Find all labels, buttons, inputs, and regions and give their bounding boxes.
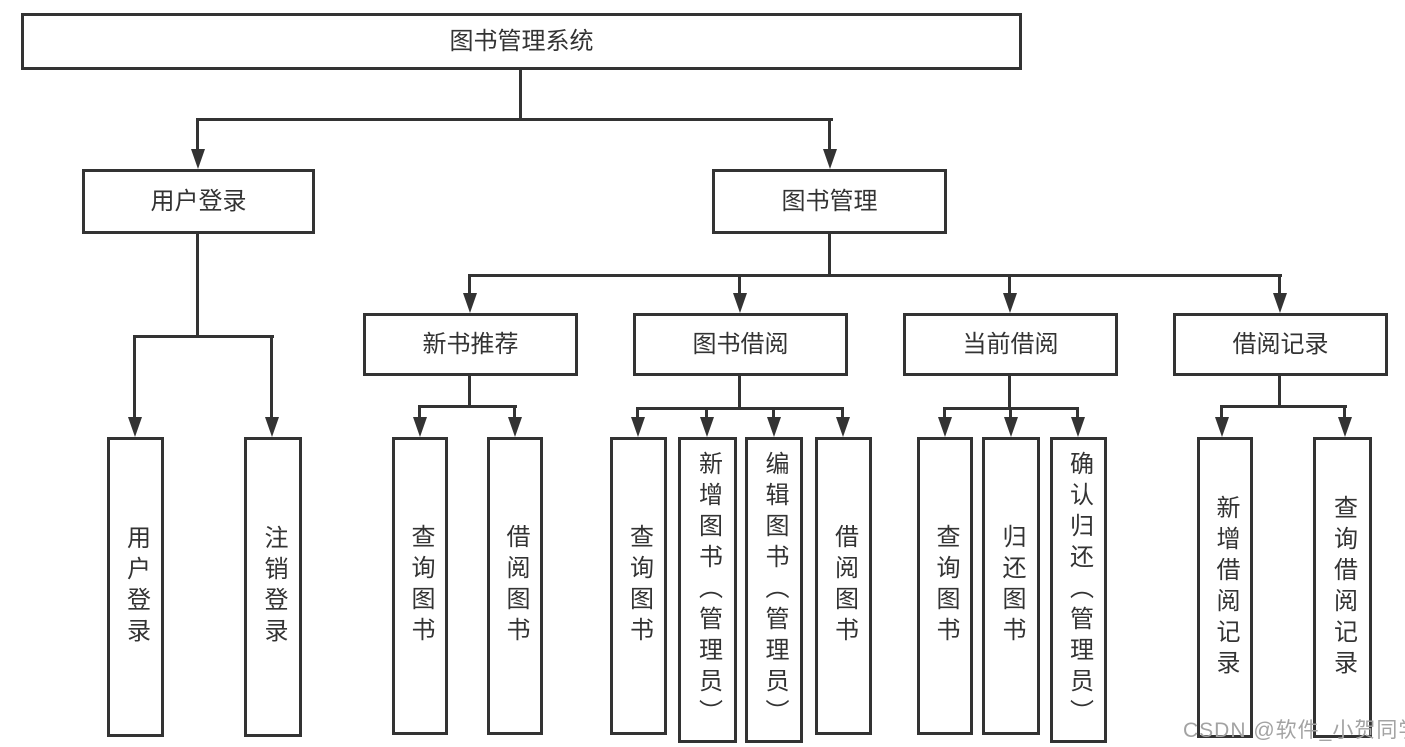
node-root: 图书管理系统	[21, 13, 1022, 70]
arrow-shaft-borrow-record	[1278, 274, 1281, 295]
arrowhead-br-query-icon	[1338, 417, 1352, 437]
arrow-shaft-br-query	[1343, 405, 1346, 419]
arrowhead-borrow-record-icon	[1273, 293, 1287, 313]
leaf-cb-query-books: 查询图书	[917, 437, 973, 735]
arrowhead-bb-add-icon	[700, 417, 714, 437]
connector-user-login-stem	[196, 233, 199, 335]
leaf-cb-confirm-return-admin: 确认归还（管理员）	[1050, 437, 1107, 743]
node-user-login: 用户登录	[82, 169, 315, 234]
arrowhead-cb-return-icon	[1004, 417, 1018, 437]
connector-root-stem	[519, 69, 522, 118]
arrow-shaft-nb-query	[418, 405, 421, 419]
leaf-bb-query-books: 查询图书	[610, 437, 667, 735]
arrow-shaft-br-add	[1220, 405, 1223, 419]
node-borrow-record: 借阅记录	[1173, 313, 1388, 376]
arrowhead-br-add-icon	[1215, 417, 1229, 437]
leaf-nb-borrow-books: 借阅图书	[487, 437, 543, 735]
arrowhead-bb-query-icon	[631, 417, 645, 437]
connector-level2-rail	[197, 118, 833, 121]
node-book-mgmt: 图书管理	[712, 169, 947, 234]
leaf-br-add-record: 新增借阅记录	[1197, 437, 1253, 738]
leaf-br-query-record: 查询借阅记录	[1313, 437, 1372, 738]
arrow-shaft-leaf-logout	[270, 335, 273, 419]
arrowhead-bb-borrow-icon	[836, 417, 850, 437]
arrow-shaft-bb-edit	[772, 407, 775, 419]
arrow-shaft-bb-borrow	[841, 407, 844, 419]
connector-current-borrow-stem	[1008, 376, 1011, 407]
arrow-shaft-nb-borrow	[513, 405, 516, 419]
connector-borrow-record-rail	[1220, 405, 1347, 408]
connector-borrow-record-stem	[1278, 376, 1281, 405]
csdn-watermark: CSDN @软件_小贺同学	[1183, 719, 1405, 742]
arrow-shaft-cb-query	[943, 407, 946, 419]
connector-book-borrow-rail	[636, 407, 844, 410]
arrow-shaft-current-borrow	[1008, 274, 1011, 295]
leaf-logout: 注销登录	[244, 437, 302, 737]
arrow-shaft-cb-confirm	[1076, 407, 1079, 419]
connector-new-book-stem	[468, 376, 471, 405]
connector-book-borrow-stem	[738, 376, 741, 407]
arrowhead-user-login-icon	[191, 149, 205, 169]
arrowhead-bb-edit-icon	[767, 417, 781, 437]
node-book-borrow: 图书借阅	[633, 313, 848, 376]
arrow-shaft-bb-add	[705, 407, 708, 419]
arrowhead-nb-query-icon	[413, 417, 427, 437]
connector-user-login-rail	[133, 335, 274, 338]
leaf-bb-edit-books-admin: 编辑图书（管理员）	[745, 437, 803, 743]
arrow-shaft-book-mgmt	[828, 118, 831, 151]
leaf-user-login: 用户登录	[107, 437, 164, 737]
leaf-bb-add-books-admin: 新增图书（管理员）	[678, 437, 737, 743]
connector-new-book-rail	[418, 405, 517, 408]
arrow-shaft-cb-return	[1009, 407, 1012, 419]
arrowhead-leaf-logout-icon	[265, 417, 279, 437]
node-current-borrow: 当前借阅	[903, 313, 1118, 376]
arrow-shaft-bb-query	[636, 407, 639, 419]
arrow-shaft-book-borrow	[738, 274, 741, 295]
arrowhead-cb-confirm-icon	[1071, 417, 1085, 437]
arrowhead-cb-query-icon	[938, 417, 952, 437]
connector-level3-rail	[468, 274, 1282, 277]
arrowhead-book-mgmt-icon	[823, 149, 837, 169]
arrow-shaft-new-book	[468, 274, 471, 295]
node-new-book: 新书推荐	[363, 313, 578, 376]
arrowhead-new-book-icon	[463, 293, 477, 313]
connector-book-mgmt-stem	[828, 233, 831, 274]
arrowhead-nb-borrow-icon	[508, 417, 522, 437]
arrowhead-current-borrow-icon	[1003, 293, 1017, 313]
arrowhead-book-borrow-icon	[733, 293, 747, 313]
leaf-bb-borrow-books: 借阅图书	[815, 437, 872, 735]
arrow-shaft-user-login	[196, 118, 199, 151]
leaf-nb-query-books: 查询图书	[392, 437, 448, 735]
arrowhead-leaf-user-login-icon	[128, 417, 142, 437]
arrow-shaft-leaf-user-login	[133, 335, 136, 419]
leaf-cb-return-books: 归还图书	[982, 437, 1040, 735]
